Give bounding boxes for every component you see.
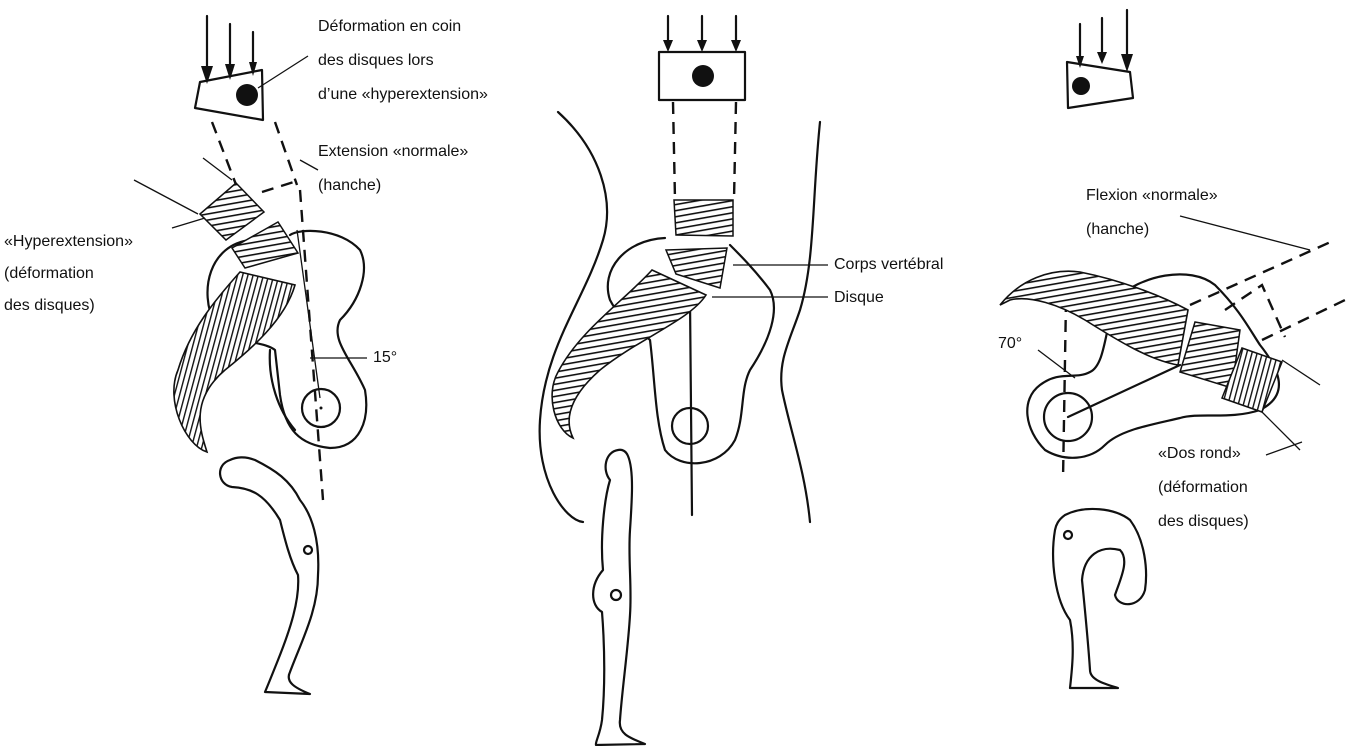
corps-vertebral-label: Corps vertébral	[834, 255, 943, 274]
figure-hyperextension	[220, 457, 318, 694]
dash-line-vertical	[300, 190, 323, 500]
hyperextension-label-line2: (déformation	[4, 264, 94, 283]
hip-marker-middle	[611, 590, 621, 600]
figure-flexion	[1053, 509, 1146, 688]
extension-label-line1: Extension «normale»	[318, 142, 468, 161]
compression-arrows-right	[1076, 10, 1133, 72]
body-outline-back	[540, 112, 607, 522]
femoral-axis-middle	[690, 300, 692, 515]
body-outline-front	[781, 122, 820, 522]
panel-flexion	[1000, 10, 1345, 688]
dash-line	[734, 102, 736, 200]
wedge-title-line1: Déformation en coin	[318, 17, 461, 36]
dos-rond-label-line2: (déformation	[1158, 478, 1248, 497]
dash-line	[1262, 300, 1345, 340]
panel-normal	[540, 16, 828, 745]
extension-leader	[300, 160, 318, 170]
pelvis-inner-left	[270, 350, 295, 430]
angle-leader-70	[1038, 350, 1075, 378]
dash-line	[673, 102, 675, 200]
wedge-vertebra-right	[1067, 62, 1133, 108]
dash-line-vertical	[1063, 300, 1066, 480]
angle-15-label: 15°	[373, 348, 397, 367]
dos-rond-leader	[1266, 442, 1302, 455]
flexion-label-line1: Flexion «normale»	[1086, 186, 1218, 205]
dash-line	[275, 122, 297, 185]
hip-marker-right	[1064, 531, 1072, 539]
lumbar-spine-middle	[552, 200, 733, 438]
wedge-title-line2: des disques lors	[318, 51, 434, 70]
dash-line	[1190, 240, 1335, 305]
panel-hyperextension	[134, 16, 367, 694]
wedge-title-line3: d’une «hyperextension»	[318, 85, 488, 104]
dos-rond-label-line1: «Dos rond»	[1158, 444, 1241, 463]
dos-rond-label-line3: des disques)	[1158, 512, 1249, 531]
vertebra-middle	[659, 52, 745, 100]
dash-line	[262, 180, 300, 192]
extension-label-line2: (hanche)	[318, 176, 381, 195]
hip-marker-left	[304, 546, 312, 554]
figure-standing	[593, 450, 645, 745]
angle-70-label: 70°	[998, 334, 1022, 353]
hyperextension-label-line3: des disques)	[4, 296, 95, 315]
disque-label: Disque	[834, 288, 884, 307]
compression-arrows-middle	[663, 16, 741, 52]
lumbar-spine-left	[134, 158, 298, 452]
flexion-label-line2: (hanche)	[1086, 220, 1149, 239]
flexion-leader	[1180, 216, 1310, 250]
femoral-axis-right	[1068, 365, 1180, 417]
femoral-axis-left	[297, 230, 320, 398]
compression-arrows-left	[201, 16, 257, 84]
hyperextension-label-line1: «Hyperextension»	[4, 232, 133, 251]
